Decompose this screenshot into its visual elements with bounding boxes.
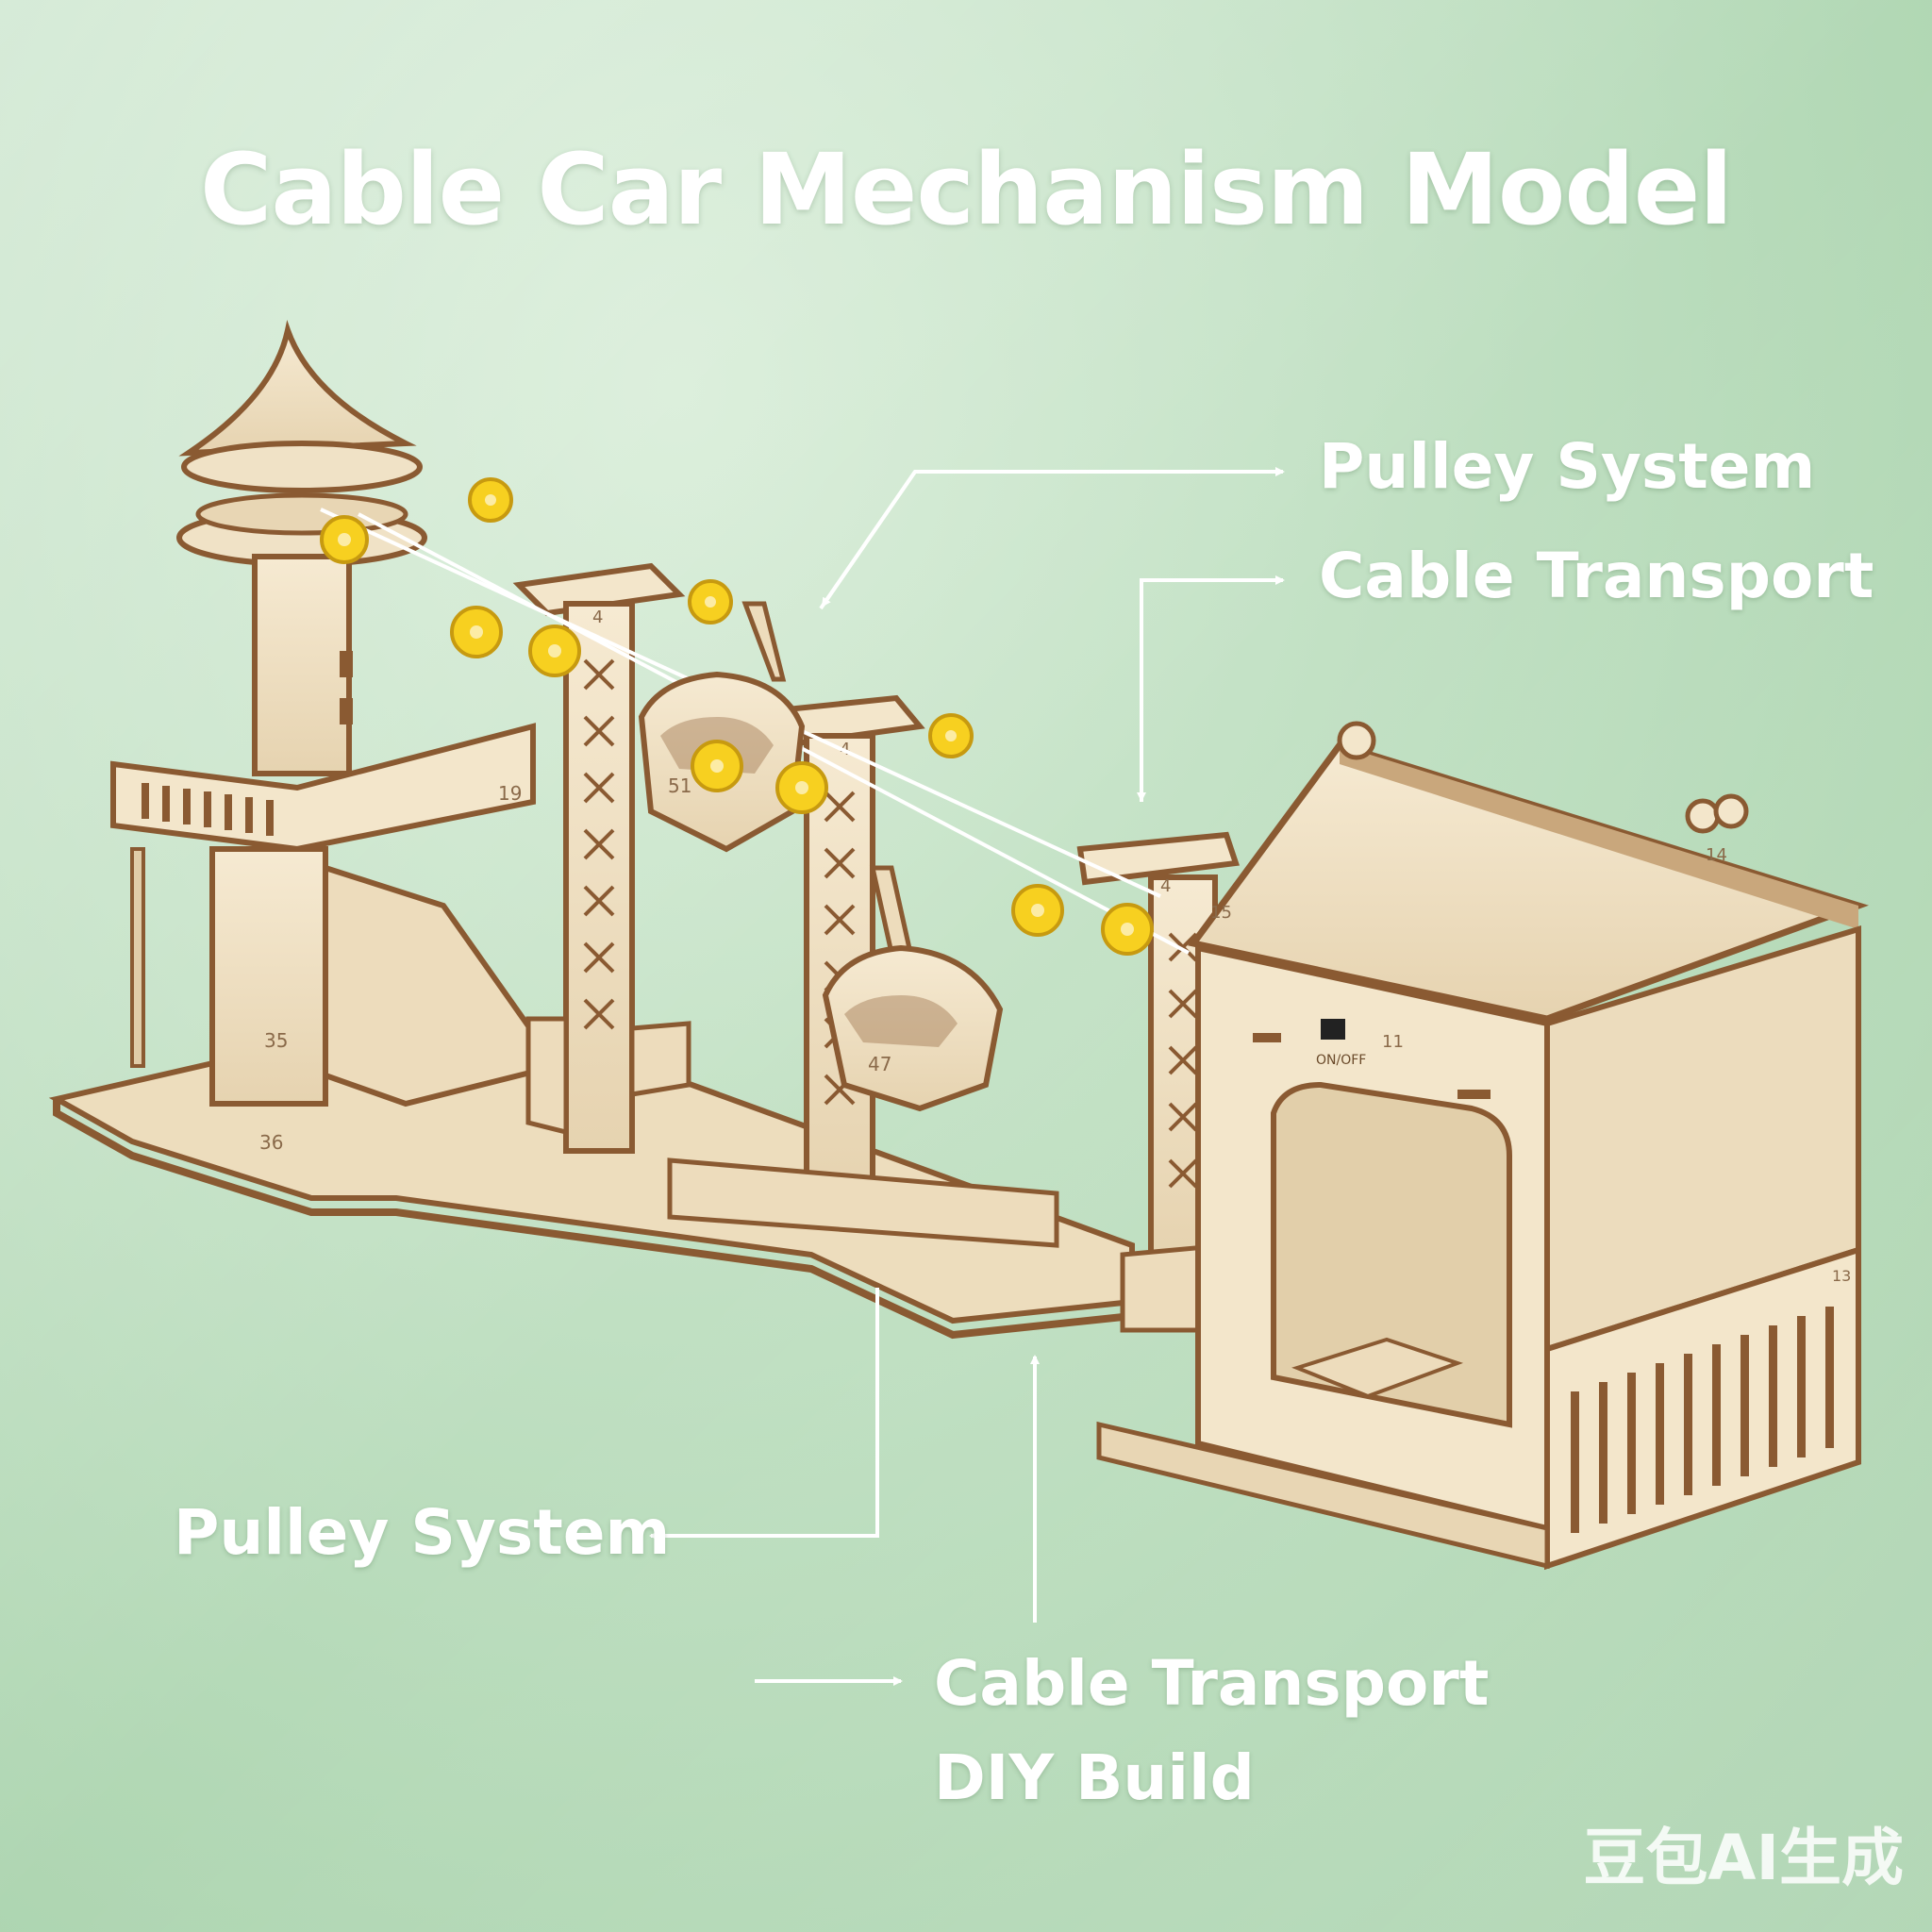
station-house: 14 15 ON/OFF 11 13 — [1096, 721, 1869, 1571]
page-title: Cable Car Mechanism Model — [200, 132, 1733, 247]
observation-tower: 19 35 — [110, 320, 561, 1108]
part-number-35: 35 — [264, 1029, 288, 1052]
callout-arrows — [649, 467, 1285, 1686]
part-number-15: 15 — [1210, 903, 1232, 923]
part-number-36: 36 — [259, 1131, 283, 1154]
arrow-pulley-top-tip — [821, 470, 917, 608]
part-number-14: 14 — [1706, 845, 1727, 865]
callout-cable-transport-bottom: Cable Transport — [934, 1647, 1490, 1720]
arrow-pulley-bottom — [649, 1288, 879, 1541]
pulley-hubs — [338, 494, 1134, 936]
ai-watermark: 豆包AI生成 — [1583, 1822, 1904, 1894]
part-number-tower-3: 4 — [1160, 876, 1171, 896]
callout-pulley-system-bottom: Pulley System — [174, 1496, 671, 1569]
part-number-47: 47 — [868, 1053, 891, 1075]
part-number-11: 11 — [1382, 1032, 1404, 1052]
callout-diy-build: DIY Build — [934, 1741, 1255, 1814]
lattice-tower-1: 4 — [512, 562, 691, 1154]
callout-pulley-system-top: Pulley System — [1319, 430, 1816, 503]
part-number-13: 13 — [1832, 1267, 1851, 1285]
part-number-tower-1: 4 — [592, 608, 603, 627]
part-number-51: 51 — [668, 774, 691, 797]
gondola-2: 47 — [822, 865, 1004, 1112]
part-number-19: 19 — [498, 782, 522, 805]
callout-cable-transport-top: Cable Transport — [1319, 540, 1874, 612]
switch-label: ON/OFF — [1316, 1053, 1366, 1068]
